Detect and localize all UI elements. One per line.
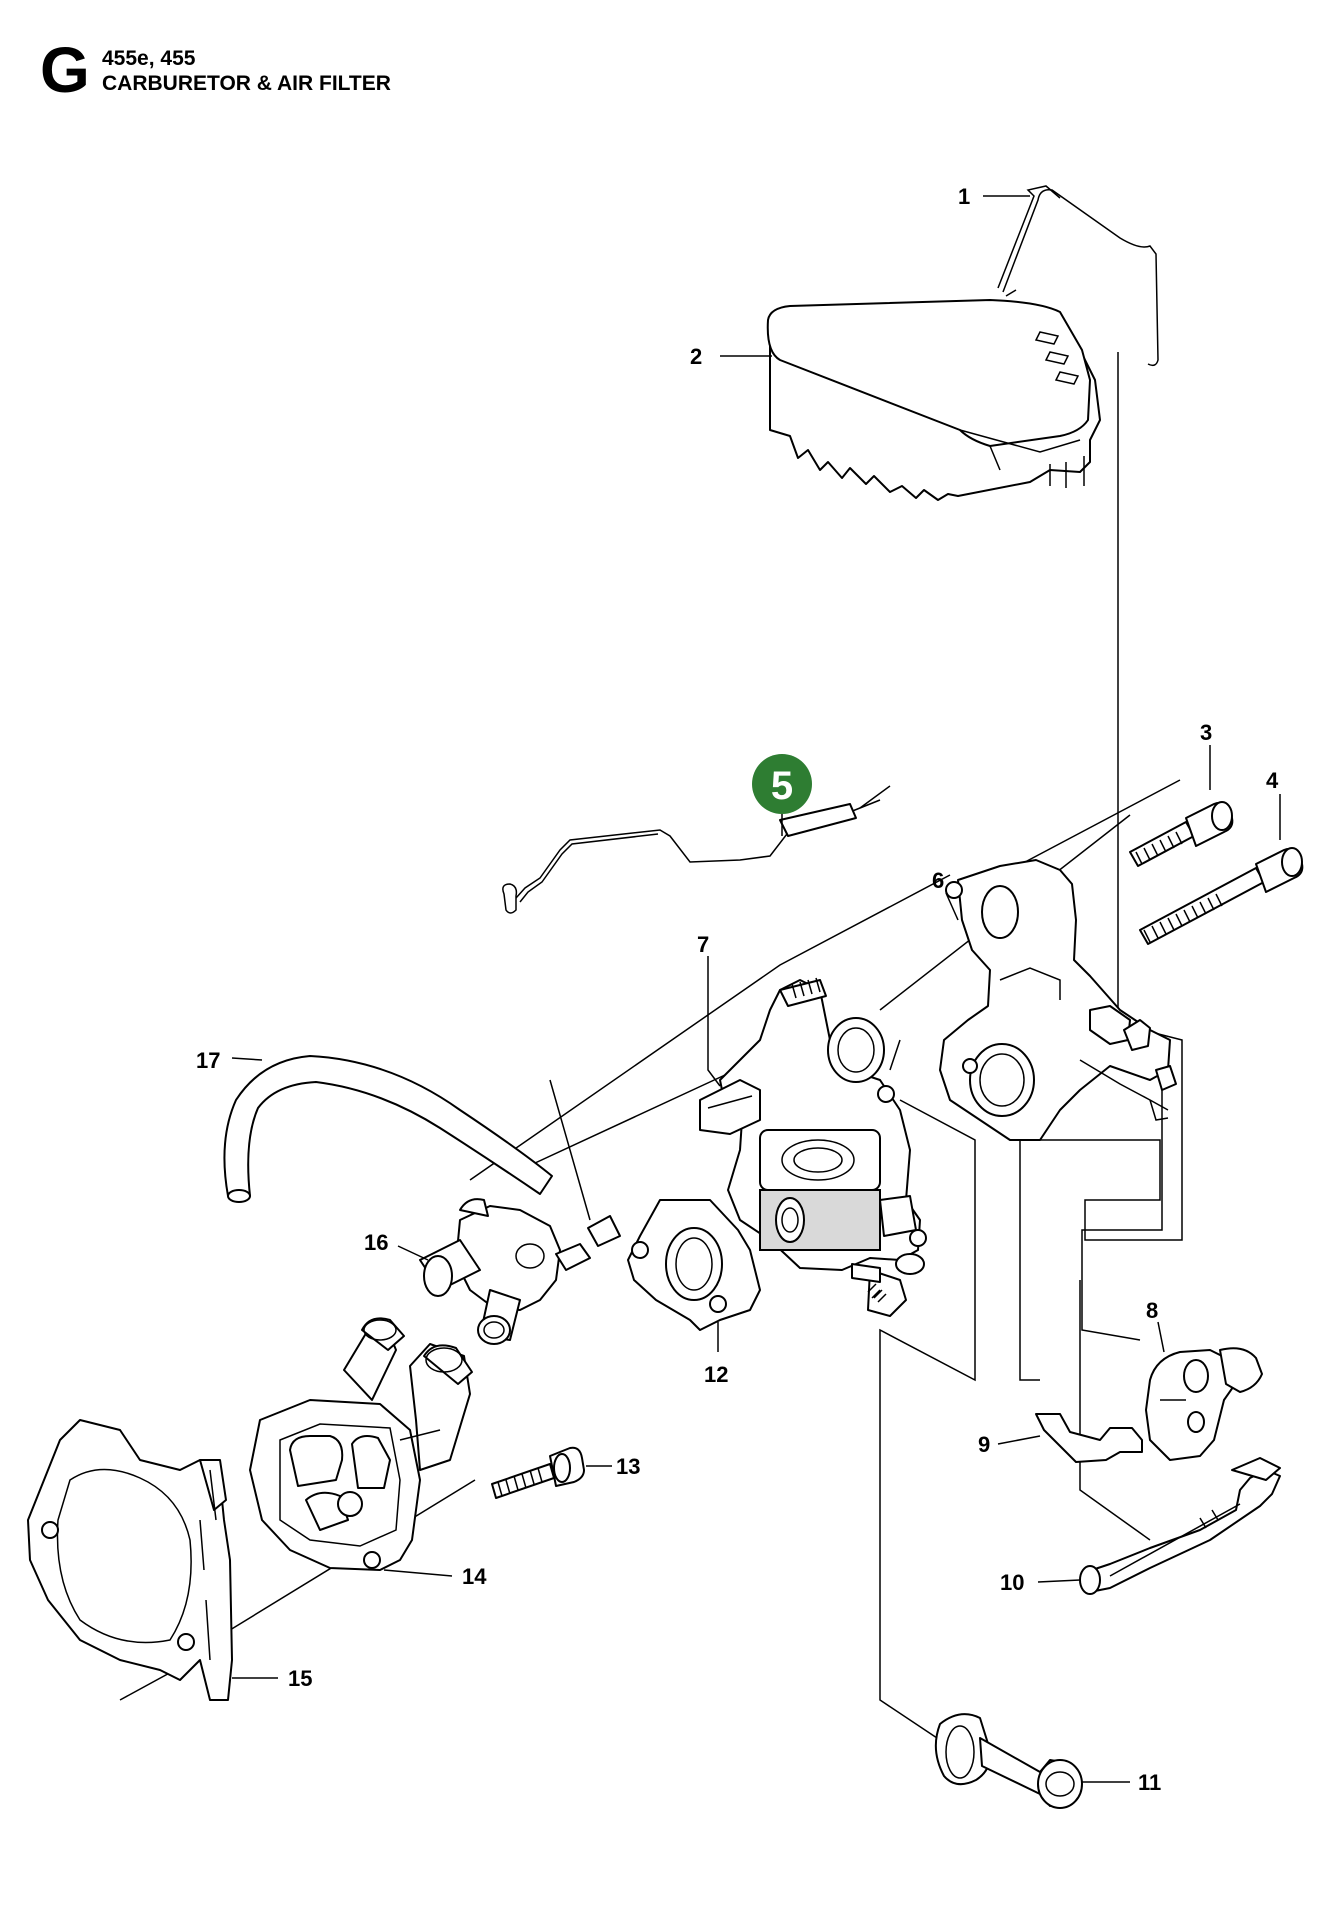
callout-5: 5 [771, 764, 793, 808]
part-1-wire-clip [997, 185, 1159, 367]
callout-17: 17 [196, 1048, 220, 1073]
callout-3: 3 [1200, 720, 1212, 745]
highlight-badge [752, 754, 812, 814]
part-7-carburetor [699, 977, 927, 1317]
callout-13: 13 [616, 1454, 640, 1479]
callout-labels: 1 2 3 4 6 7 8 9 10 11 12 13 14 15 16 17 [196, 184, 1279, 1795]
part-13-screw [491, 1446, 585, 1499]
part-5-throttle-rod [502, 785, 891, 914]
callout-9: 9 [978, 1432, 990, 1457]
callout-8: 8 [1146, 1298, 1158, 1323]
part-11-fuel-filter [934, 1713, 1083, 1809]
part-12-flange [627, 1199, 761, 1331]
part-9-spring-clip [1035, 1413, 1143, 1463]
part-4-long-screw [1139, 847, 1304, 945]
callout-6: 6 [932, 868, 944, 893]
part-2-air-filter-cover [766, 299, 1101, 501]
part-8-choke-lever [1145, 1347, 1263, 1461]
part-10-throttle-link [1079, 1457, 1281, 1595]
callout-11: 11 [1138, 1770, 1161, 1795]
part-3-short-screw [1129, 801, 1234, 867]
model-numbers: 455e, 455 [102, 47, 196, 70]
callout-leaders [231, 195, 1281, 1783]
callout-10: 10 [1000, 1570, 1024, 1595]
header-text: 455e, 455 CARBURETOR & AIR FILTER [102, 46, 391, 96]
callout-7: 7 [697, 932, 709, 957]
callout-12: 12 [704, 1362, 728, 1387]
diagram-title: CARBURETOR & AIR FILTER [102, 72, 391, 95]
callout-16: 16 [364, 1230, 388, 1255]
part-16-elbow-fitting [419, 1198, 621, 1345]
part-15-gasket [27, 1419, 233, 1701]
callout-1: 1 [958, 184, 970, 209]
part-14-intake-manifold [249, 1317, 473, 1571]
callout-4: 4 [1266, 768, 1279, 793]
part-17-fuel-hose [223, 1055, 553, 1203]
section-letter: G [40, 34, 90, 106]
callout-14: 14 [462, 1564, 487, 1589]
callout-15: 15 [288, 1666, 312, 1691]
highlight-callout-5: 5 [752, 754, 812, 836]
callout-2: 2 [690, 344, 702, 369]
part-6-carburetor-mount [939, 859, 1177, 1141]
